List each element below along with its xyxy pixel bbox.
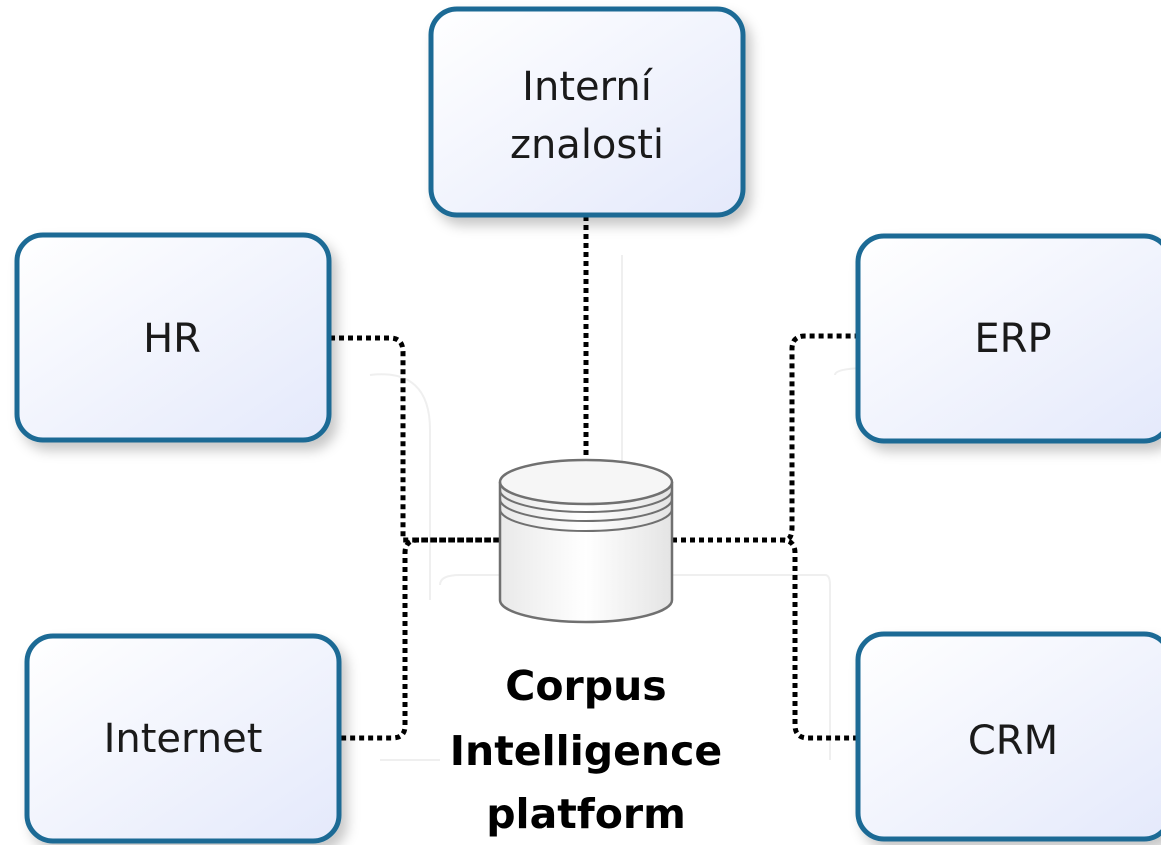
- connector-erp: [672, 333, 856, 543]
- platform-label-line3: platform: [486, 790, 686, 838]
- node-interni-znalosti: Interní znalosti: [428, 6, 746, 218]
- node-hr: HR: [14, 232, 332, 443]
- node-label: HR: [143, 316, 201, 362]
- node-box: [855, 233, 1161, 444]
- node-box: [14, 232, 332, 443]
- node-label-line1: Interní: [522, 64, 654, 110]
- node-box: [24, 633, 342, 844]
- platform-label-line2: Intelligence: [450, 727, 722, 775]
- node-crm: CRM: [855, 631, 1161, 842]
- node-box: [855, 631, 1161, 842]
- connector-hr: [330, 335, 500, 543]
- node-label: Internet: [104, 716, 263, 762]
- connector-internet: [330, 537, 500, 741]
- node-internet: Internet: [24, 633, 342, 844]
- node-box: [428, 6, 746, 218]
- connector-crm: [672, 537, 856, 741]
- node-erp: ERP: [855, 233, 1161, 444]
- node-label-line2: znalosti: [510, 122, 664, 168]
- node-label: CRM: [968, 718, 1058, 764]
- node-label: ERP: [974, 316, 1051, 362]
- platform-label: Corpus Intelligence platform: [450, 662, 722, 838]
- connectors: [330, 216, 856, 741]
- database-icon: [498, 458, 674, 624]
- platform-label-line1: Corpus: [505, 662, 666, 710]
